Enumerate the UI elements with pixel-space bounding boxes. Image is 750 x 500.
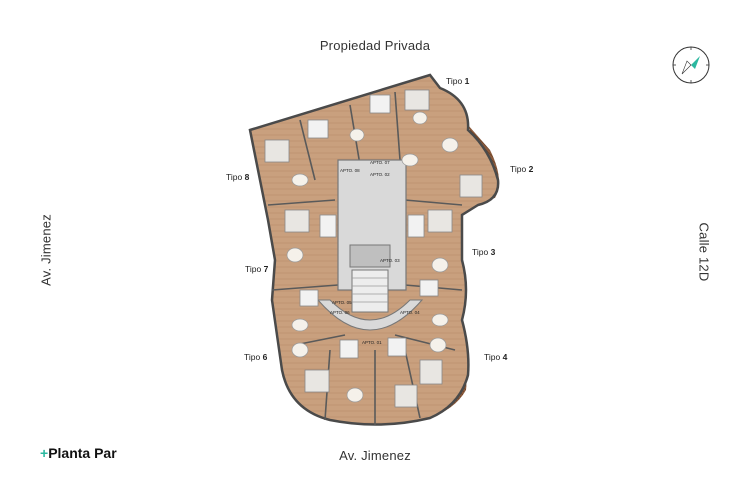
tipo-number: 6 <box>262 352 268 362</box>
apto-label: APTO. 07 <box>370 160 390 165</box>
tipo-label-2: Tipo 2 <box>510 164 533 174</box>
street-label-top: Propiedad Privada <box>319 38 431 53</box>
tipo-word: Tipo <box>245 264 262 274</box>
tipo-label-4: Tipo 4 <box>484 352 507 362</box>
tipo-number: 8 <box>244 172 250 182</box>
apto-label: APTO. 01 <box>362 340 382 345</box>
street-label-bottom: Av. Jimenez <box>339 448 411 463</box>
tipo-label-3: Tipo 3 <box>472 247 495 257</box>
tipo-word: Tipo <box>510 164 527 174</box>
tipo-number: 1 <box>464 76 470 86</box>
beds <box>264 89 483 408</box>
tipo-word: Tipo <box>446 76 463 86</box>
stair-core <box>351 269 389 313</box>
tipo-number: 7 <box>263 264 269 274</box>
tipo-number: 2 <box>528 164 534 174</box>
apto-label: APTO. 04 <box>400 310 420 315</box>
apto-label: APTO. 08 <box>340 168 360 173</box>
brand-name: Planta Par <box>48 445 117 461</box>
brand-logo: +Planta Par <box>40 445 117 461</box>
elevator-shaft <box>349 244 391 268</box>
circular-lobby <box>316 299 424 331</box>
compass-icon <box>672 46 710 84</box>
tipo-number: 3 <box>490 247 496 257</box>
apto-label: APTO. 02 <box>370 172 390 177</box>
tipo-word: Tipo <box>226 172 243 182</box>
tipo-word: Tipo <box>472 247 489 257</box>
brand-plus: + <box>40 445 49 461</box>
tipo-number: 4 <box>502 352 508 362</box>
central-core <box>337 159 407 291</box>
tipo-label-6: Tipo 6 <box>244 352 267 362</box>
tipo-label-7: Tipo 7 <box>245 264 268 274</box>
tipo-label-1: Tipo 1 <box>446 76 469 86</box>
apto-label: APTO. 06 <box>330 310 350 315</box>
stair-treads <box>352 277 388 303</box>
apto-label: APTO. 03 <box>380 258 400 263</box>
bathrooms <box>299 94 439 359</box>
tipo-word: Tipo <box>484 352 501 362</box>
tipo-word: Tipo <box>244 352 261 362</box>
tipo-label-8: Tipo 8 <box>226 172 249 182</box>
furniture <box>286 111 459 403</box>
apto-label: APTO. 05 <box>332 300 352 305</box>
